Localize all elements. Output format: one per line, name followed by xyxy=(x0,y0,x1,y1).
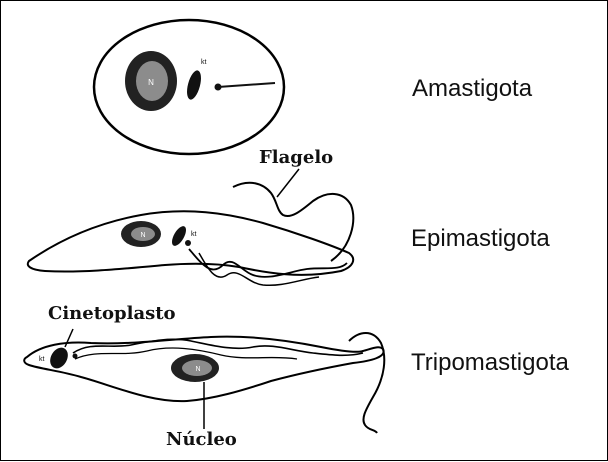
svg-text:kt: kt xyxy=(39,356,45,363)
svg-text:N: N xyxy=(195,366,200,373)
cinetoplasto-leader-line xyxy=(65,329,73,347)
amastigote-cell: N kt xyxy=(94,20,284,154)
callout-cinetoplasto: Cinetoplasto xyxy=(48,303,176,324)
epimastigote-cell: N kt xyxy=(28,183,353,286)
svg-text:kt: kt xyxy=(191,231,197,238)
svg-text:kt: kt xyxy=(201,59,207,66)
svg-text:N: N xyxy=(140,232,145,239)
svg-text:N: N xyxy=(148,78,154,87)
flagelo-leader-line xyxy=(277,169,299,197)
callout-flagelo: Flagelo xyxy=(259,147,333,168)
amastigote-kinetoplast xyxy=(184,69,203,101)
label-tripomastigota: Tripomastigota xyxy=(411,349,569,377)
label-epimastigota: Epimastigota xyxy=(411,225,550,253)
label-amastigota: Amastigota xyxy=(412,75,532,103)
callout-nucleo: Núcleo xyxy=(166,429,237,450)
